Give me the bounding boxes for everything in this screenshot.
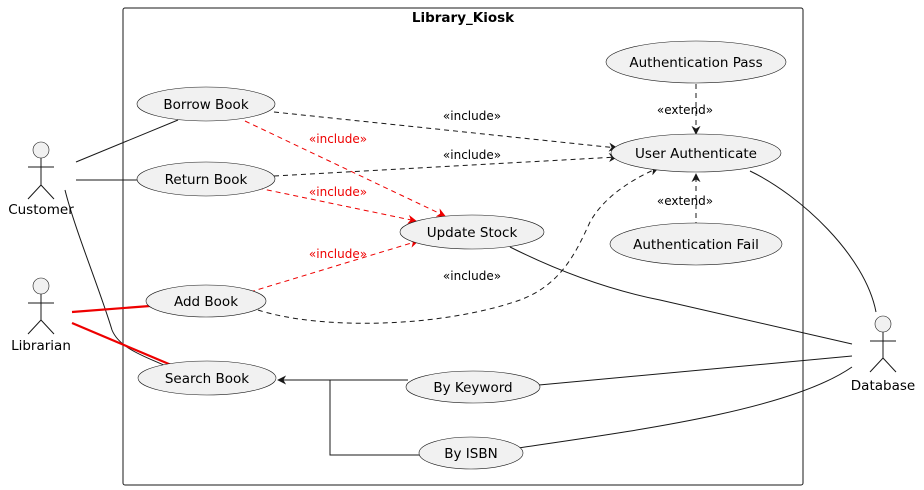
actor-librarian[interactable]: Librarian bbox=[11, 277, 71, 354]
assoc-librarian-add bbox=[71, 304, 151, 314]
svg-text:Update Stock: Update Stock bbox=[427, 225, 518, 241]
actor-customer[interactable]: Customer bbox=[8, 141, 74, 218]
include-label-borrow-authenticate: «include» bbox=[443, 109, 501, 123]
assoc-librarian-search bbox=[71, 321, 177, 369]
usecase-user-authenticate[interactable]: User Authenticate bbox=[610, 133, 782, 173]
actor-head bbox=[874, 315, 892, 333]
include-borrow-authenticate bbox=[273, 111, 618, 152]
assoc-authenticate-database bbox=[749, 170, 877, 313]
include-label-borrow-stock: «include» bbox=[309, 132, 367, 146]
include-add-stock bbox=[249, 239, 419, 293]
usecase-add-book[interactable]: Add Book bbox=[145, 284, 267, 318]
actor-database[interactable]: Database bbox=[851, 315, 915, 394]
svg-text:Search Book: Search Book bbox=[165, 371, 249, 387]
svg-text:User Authenticate: User Authenticate bbox=[635, 146, 757, 162]
usecase-return-book[interactable]: Return Book bbox=[136, 161, 276, 197]
include-add-authenticate bbox=[257, 167, 659, 324]
usecase-authentication-pass[interactable]: Authentication Pass bbox=[605, 40, 787, 84]
svg-text:Authentication Pass: Authentication Pass bbox=[629, 55, 762, 71]
include-return-authenticate bbox=[273, 152, 618, 177]
svg-text:Add Book: Add Book bbox=[174, 294, 238, 310]
usecase-search-book[interactable]: Search Book bbox=[137, 360, 277, 396]
svg-text:Authentication Fail: Authentication Fail bbox=[633, 237, 759, 253]
assoc-customer-search bbox=[64, 189, 171, 369]
svg-text:By ISBN: By ISBN bbox=[444, 446, 497, 462]
generalization-isbn-search bbox=[329, 380, 422, 456]
svg-text:Return Book: Return Book bbox=[165, 172, 248, 188]
svg-text:By Keyword: By Keyword bbox=[433, 380, 512, 396]
usecase-by-isbn[interactable]: By ISBN bbox=[418, 436, 524, 470]
usecase-authentication-fail[interactable]: Authentication Fail bbox=[609, 222, 783, 266]
extend-label-pass: «extend» bbox=[657, 103, 713, 117]
assoc-isbn-database bbox=[517, 366, 853, 449]
usecase-borrow-book[interactable]: Borrow Book bbox=[136, 86, 276, 122]
include-label-return-stock: «include» bbox=[309, 185, 367, 199]
actor-legs bbox=[869, 357, 897, 373]
include-borrow-stock bbox=[244, 120, 446, 217]
actor-head bbox=[32, 277, 50, 295]
actor-librarian-label: Librarian bbox=[11, 338, 71, 354]
assoc-stock-database bbox=[509, 246, 853, 345]
include-label-add-authenticate: «include» bbox=[443, 269, 501, 283]
actor-legs bbox=[27, 184, 55, 200]
usecase-update-stock[interactable]: Update Stock bbox=[399, 214, 545, 250]
assoc-keyword-database bbox=[538, 355, 853, 386]
system-title: Library_Kiosk bbox=[412, 10, 515, 26]
actor-customer-label: Customer bbox=[8, 202, 74, 218]
svg-text:Borrow Book: Borrow Book bbox=[163, 97, 248, 113]
assoc-customer-borrow bbox=[75, 119, 179, 163]
include-label-return-authenticate: «include» bbox=[443, 148, 501, 162]
include-label-add-stock: «include» bbox=[309, 247, 367, 261]
usecase-by-keyword[interactable]: By Keyword bbox=[405, 370, 541, 404]
actor-head bbox=[32, 141, 50, 159]
actor-database-label: Database bbox=[851, 378, 915, 394]
actor-legs bbox=[27, 319, 55, 335]
extend-label-fail: «extend» bbox=[657, 194, 713, 208]
